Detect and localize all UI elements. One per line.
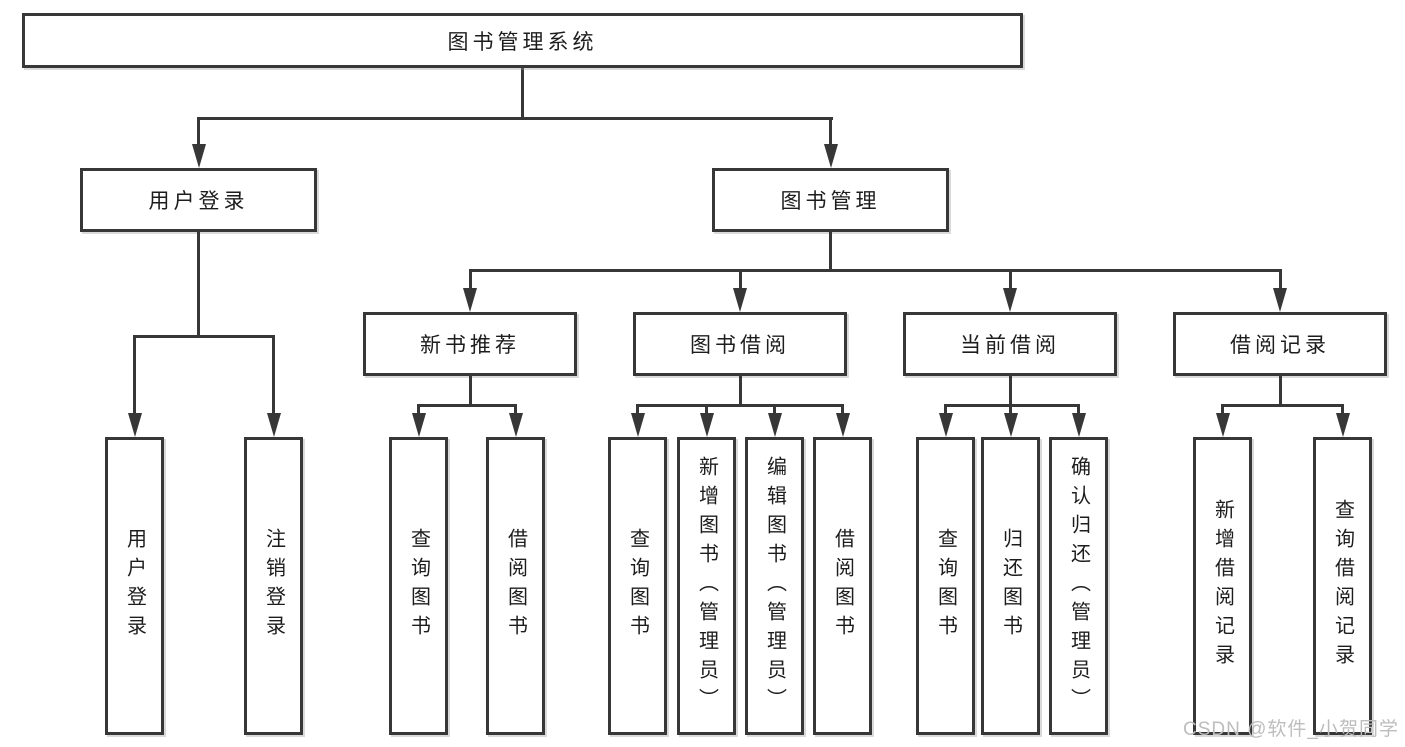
arrowhead-logout-leaf bbox=[266, 413, 281, 437]
connector-leaf-drop bbox=[705, 407, 708, 415]
arrowhead-leaf bbox=[938, 413, 953, 437]
csdn-watermark: CSDN @软件_小贺同学 bbox=[1183, 719, 1399, 740]
connector-newbook-bar bbox=[417, 404, 517, 407]
connector-newbook-stub bbox=[468, 376, 472, 405]
connector-leaf-drop bbox=[841, 407, 844, 415]
node-root-label: 图书管理系统 bbox=[447, 30, 598, 54]
leaf-query-books-recommend: 查询图书 bbox=[389, 437, 448, 735]
node-borrowing-records-label: 借阅记录 bbox=[1230, 334, 1330, 357]
leaf-label: 查询图书 bbox=[934, 528, 957, 644]
connector-bookborrow-stub bbox=[738, 376, 742, 405]
arrowhead-leaf bbox=[411, 413, 426, 437]
connector-leaf-drop bbox=[417, 407, 420, 415]
leaf-label: 用户登录 bbox=[123, 528, 146, 644]
arrowhead-newbook bbox=[463, 288, 477, 312]
connector-currentborrow-stub bbox=[1008, 376, 1012, 405]
node-current-borrowing-label: 当前借阅 bbox=[960, 334, 1060, 357]
arrowhead-leaf bbox=[1215, 413, 1230, 437]
arrowhead-bookmgmt bbox=[823, 144, 838, 168]
leaf-user-login: 用户登录 bbox=[105, 437, 164, 735]
connector-leaf-drop bbox=[1077, 407, 1080, 415]
arrowhead-userlogin bbox=[191, 144, 206, 168]
arrowhead-leaf bbox=[1071, 413, 1086, 437]
leaf-label: 查询图书 bbox=[407, 528, 430, 644]
connector-level1-bar bbox=[196, 117, 833, 120]
connector-leaf-drop bbox=[944, 407, 947, 415]
leaf-add-books-admin: 新增图书（管理员） bbox=[677, 437, 736, 735]
connector-borrowrecord-drop bbox=[1278, 272, 1282, 290]
node-book-management-label: 图书管理 bbox=[780, 190, 881, 213]
leaf-label: 借阅图书 bbox=[504, 528, 527, 644]
connector-bookborrow-drop bbox=[738, 272, 742, 290]
connector-userlogin-drop bbox=[197, 120, 200, 146]
connector-newbook-drop bbox=[468, 272, 472, 290]
connector-root-stub bbox=[521, 66, 524, 119]
leaf-label: 新增借阅记录 bbox=[1211, 499, 1234, 673]
connector-level2-bar bbox=[468, 269, 1282, 272]
leaf-borrow-books-borrowing: 借阅图书 bbox=[813, 437, 872, 735]
arrowhead-leaf bbox=[699, 413, 714, 437]
leaf-borrow-books-recommend: 借阅图书 bbox=[486, 437, 545, 735]
leaf-label: 查询图书 bbox=[626, 528, 649, 644]
connector-userlogin-bar bbox=[133, 335, 275, 338]
arrowhead-leaf bbox=[767, 413, 782, 437]
connector-bookborrow-bar bbox=[636, 404, 844, 407]
node-user-login: 用户登录 bbox=[80, 168, 317, 232]
arrowhead-leaf bbox=[1003, 413, 1018, 437]
connector-leaf-drop bbox=[1009, 407, 1012, 415]
leaf-label: 注销登录 bbox=[262, 528, 285, 644]
node-user-login-label: 用户登录 bbox=[148, 190, 249, 213]
connector-bookmgmt-drop bbox=[829, 120, 832, 146]
arrowhead-bookborrow bbox=[733, 288, 747, 312]
leaf-edit-books-admin: 编辑图书（管理员） bbox=[745, 437, 804, 735]
leaf-query-books-current: 查询图书 bbox=[916, 437, 975, 735]
node-book-borrowing-label: 图书借阅 bbox=[690, 334, 790, 357]
leaf-add-borrow-record: 新增借阅记录 bbox=[1193, 437, 1252, 735]
arrowhead-leaf bbox=[1335, 413, 1350, 437]
connector-logout-leaf-drop bbox=[272, 338, 275, 416]
leaf-label: 确认归还（管理员） bbox=[1067, 455, 1090, 717]
leaf-query-borrow-record: 查询借阅记录 bbox=[1313, 437, 1372, 735]
connector-borrowrecord-stub bbox=[1278, 376, 1282, 405]
leaf-label: 查询借阅记录 bbox=[1331, 499, 1354, 673]
connector-login-leaf-drop bbox=[133, 338, 136, 416]
connector-leaf-drop bbox=[773, 407, 776, 415]
node-new-book-recommend-label: 新书推荐 bbox=[420, 334, 520, 357]
leaf-confirm-return-admin: 确认归还（管理员） bbox=[1049, 437, 1108, 735]
arrowhead-leaf bbox=[630, 413, 645, 437]
connector-leaf-drop bbox=[636, 407, 639, 415]
node-book-management: 图书管理 bbox=[712, 168, 949, 232]
connector-currentborrow-bar bbox=[944, 404, 1080, 407]
connector-borrowrecord-bar bbox=[1221, 404, 1344, 407]
arrowhead-leaf bbox=[835, 413, 850, 437]
leaf-label: 新增图书（管理员） bbox=[695, 455, 718, 717]
arrowhead-currentborrow bbox=[1003, 288, 1017, 312]
node-borrowing-records: 借阅记录 bbox=[1173, 312, 1387, 376]
node-new-book-recommend: 新书推荐 bbox=[363, 312, 577, 376]
leaf-return-books: 归还图书 bbox=[981, 437, 1040, 735]
node-book-borrowing: 图书借阅 bbox=[633, 312, 847, 376]
leaf-label: 归还图书 bbox=[999, 528, 1022, 644]
leaf-logout: 注销登录 bbox=[244, 437, 303, 735]
leaf-label: 借阅图书 bbox=[831, 528, 854, 644]
connector-leaf-drop bbox=[1221, 407, 1224, 415]
leaf-label: 编辑图书（管理员） bbox=[763, 455, 786, 717]
leaf-query-books-borrowing: 查询图书 bbox=[608, 437, 667, 735]
arrowhead-leaf bbox=[508, 413, 523, 437]
connector-userlogin-stub bbox=[197, 232, 200, 336]
connector-leaf-drop bbox=[514, 407, 517, 415]
node-current-borrowing: 当前借阅 bbox=[903, 312, 1117, 376]
arrowhead-borrowrecord bbox=[1273, 288, 1287, 312]
connector-currentborrow-drop bbox=[1008, 272, 1012, 290]
arrowhead-login-leaf bbox=[127, 413, 142, 437]
node-root: 图书管理系统 bbox=[22, 13, 1023, 68]
connector-bookmgmt-stub bbox=[829, 232, 832, 270]
connector-leaf-drop bbox=[1341, 407, 1344, 415]
